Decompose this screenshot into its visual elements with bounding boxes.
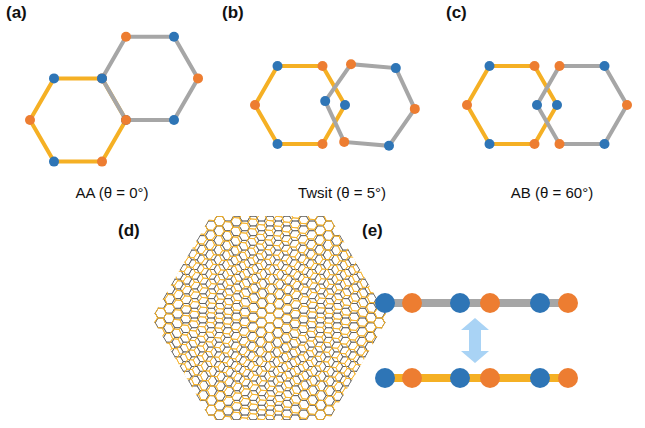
atom bbox=[485, 139, 495, 149]
atom bbox=[318, 61, 328, 71]
atom bbox=[97, 157, 107, 167]
hexagon-bonds bbox=[537, 66, 627, 144]
atom bbox=[600, 139, 610, 149]
atom bbox=[169, 32, 179, 42]
atom bbox=[555, 139, 565, 149]
atom bbox=[600, 61, 610, 71]
bottom-lattice bbox=[113, 187, 427, 428]
atom bbox=[555, 61, 565, 71]
atom bbox=[450, 368, 470, 388]
atom bbox=[49, 73, 59, 83]
atom bbox=[121, 32, 131, 42]
caption: AB (θ = 60°) bbox=[511, 184, 593, 202]
hexagon-bonds bbox=[467, 66, 557, 144]
atom bbox=[485, 61, 495, 71]
atom bbox=[462, 100, 472, 110]
atom bbox=[622, 100, 632, 110]
hexagon-bonds bbox=[102, 37, 198, 120]
atom bbox=[49, 157, 59, 167]
moire-pattern bbox=[103, 174, 437, 428]
caption: AA (θ = 0°) bbox=[75, 184, 148, 202]
atom bbox=[273, 139, 283, 149]
atom bbox=[250, 100, 260, 110]
atom bbox=[532, 100, 542, 110]
atom bbox=[193, 73, 203, 83]
atom bbox=[480, 293, 500, 313]
panel-label: (a) bbox=[6, 4, 27, 22]
hexagon-bonds bbox=[30, 78, 126, 161]
caption: Twsit (θ = 5°) bbox=[298, 184, 386, 202]
atom bbox=[530, 61, 540, 71]
atom bbox=[384, 141, 394, 151]
interlayer-arrow bbox=[461, 318, 489, 363]
panel-label: (c) bbox=[446, 4, 467, 22]
panel-label: (b) bbox=[222, 4, 244, 22]
atom bbox=[320, 96, 330, 106]
atom bbox=[402, 293, 422, 313]
atom bbox=[480, 368, 500, 388]
atom bbox=[318, 139, 328, 149]
atom bbox=[552, 100, 562, 110]
atom bbox=[339, 137, 349, 147]
atom bbox=[450, 293, 470, 313]
hexagon-bonds bbox=[325, 64, 415, 146]
atom bbox=[97, 73, 107, 83]
hexagon-bonds bbox=[255, 66, 345, 144]
atom bbox=[530, 139, 540, 149]
atom bbox=[346, 59, 356, 69]
ab-stacking bbox=[462, 61, 632, 149]
panel-label: (d) bbox=[118, 222, 140, 240]
atom bbox=[273, 61, 283, 71]
atom bbox=[558, 293, 578, 313]
atom bbox=[25, 115, 35, 125]
atom bbox=[530, 368, 550, 388]
twisted-stacking bbox=[250, 59, 420, 151]
atom bbox=[340, 100, 350, 110]
atom bbox=[410, 104, 420, 114]
atom bbox=[169, 115, 179, 125]
atom bbox=[121, 115, 131, 125]
aa-stacking bbox=[25, 32, 203, 167]
atom bbox=[97, 73, 107, 83]
side-view bbox=[375, 293, 578, 388]
atom bbox=[375, 368, 395, 388]
atom bbox=[121, 115, 131, 125]
panel-label: (e) bbox=[362, 222, 383, 240]
atom bbox=[530, 293, 550, 313]
atom bbox=[391, 63, 401, 73]
top-lattice bbox=[103, 174, 437, 428]
atom bbox=[375, 293, 395, 313]
atom bbox=[558, 368, 578, 388]
atom bbox=[402, 368, 422, 388]
